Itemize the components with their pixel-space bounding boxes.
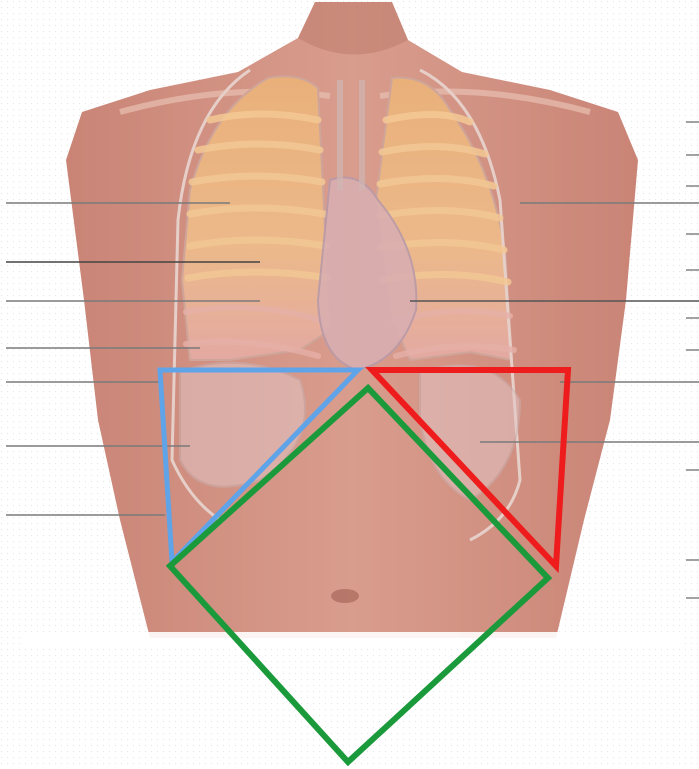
lower-band (20, 632, 680, 646)
